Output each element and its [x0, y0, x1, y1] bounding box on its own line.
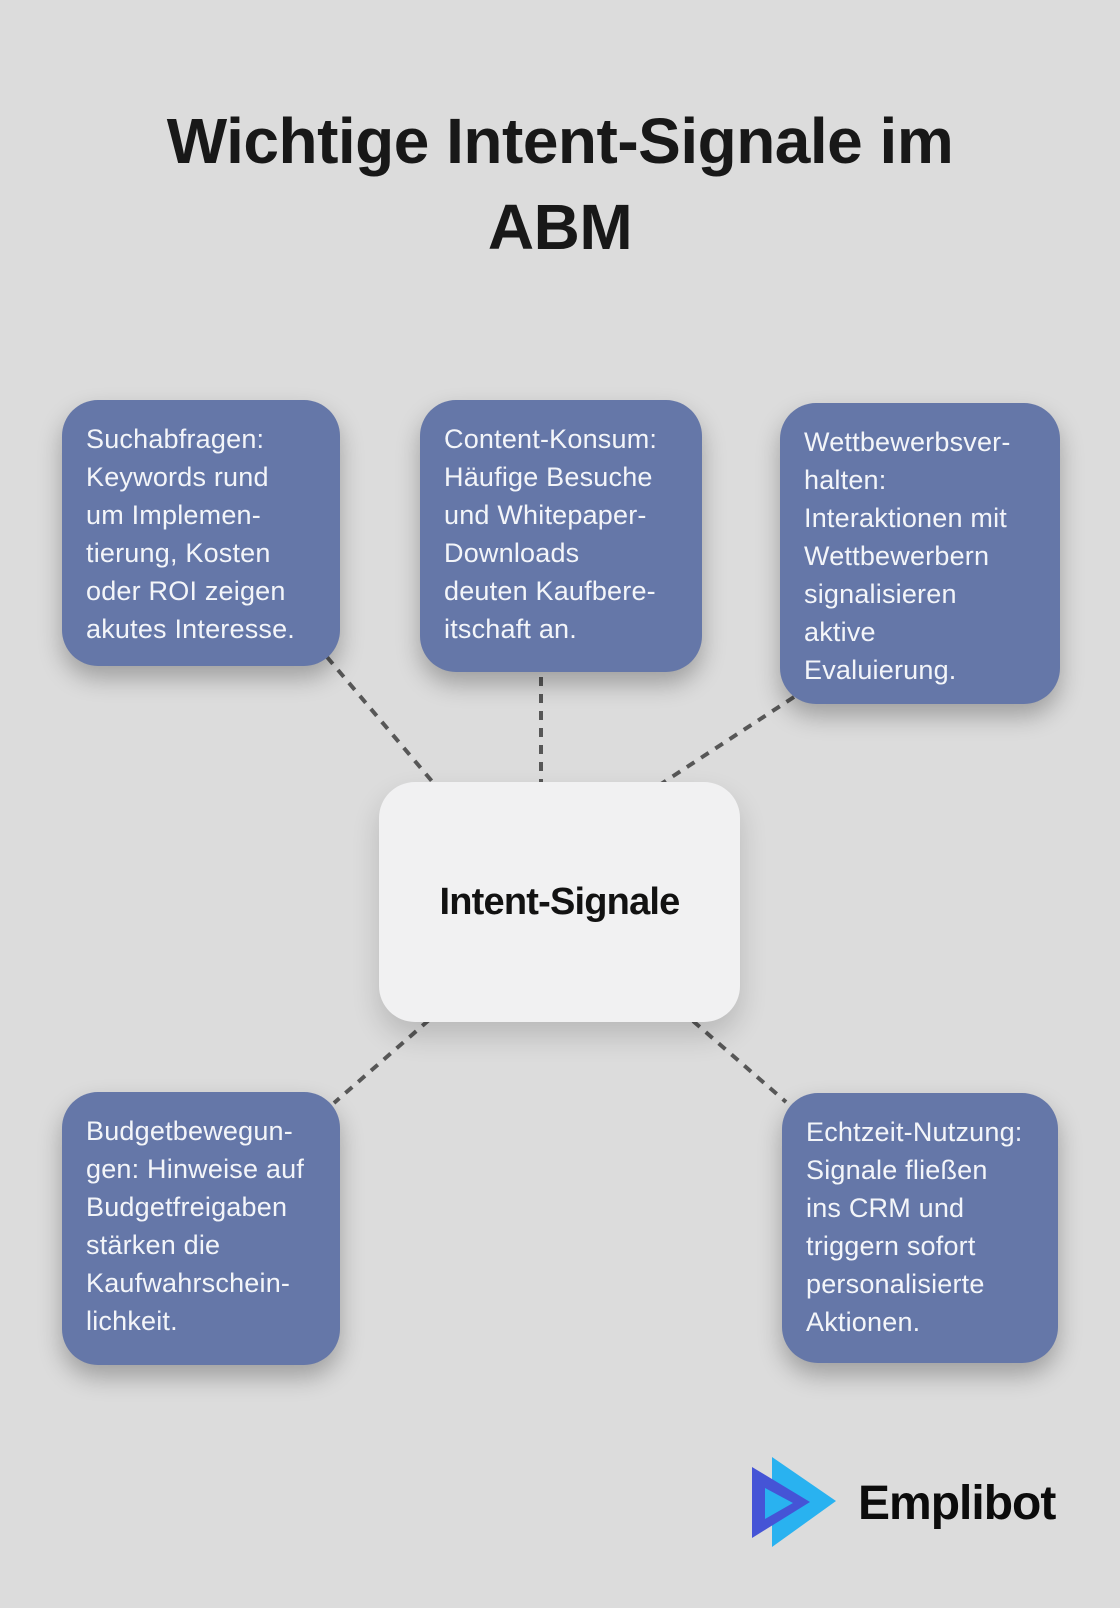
- node-wettbewerbsverhalten: Wettbewerbsver- halten: Interaktionen mi…: [780, 403, 1060, 704]
- page-title: Wichtige Intent-Signale im ABM: [166, 105, 954, 264]
- node-budgetbewegungen: Budgetbewegun- gen: Hinweise auf Budgetf…: [62, 1092, 340, 1365]
- node-echtzeit-nutzung-text: Echtzeit-Nutzung: Signale fließen ins CR…: [806, 1117, 1023, 1337]
- node-budgetbewegungen-text: Budgetbewegun- gen: Hinweise auf Budgetf…: [86, 1116, 305, 1336]
- node-wettbewerbsverhalten-text: Wettbewerbsver- halten: Interaktionen mi…: [804, 427, 1011, 685]
- connector-line-bottom-left: [332, 1018, 431, 1105]
- emplibot-logo-text: Emplibot: [858, 1476, 1056, 1530]
- node-suchabfragen: Suchabfragen: Keywords rund um Implemen-…: [62, 400, 340, 666]
- connector-line-top-left: [325, 655, 438, 788]
- center-node-label: Intent-Signale: [439, 880, 680, 923]
- node-echtzeit-nutzung: Echtzeit-Nutzung: Signale fließen ins CR…: [782, 1093, 1058, 1363]
- connector-line-bottom-right: [691, 1019, 788, 1104]
- center-node-intent-signale: Intent-Signale: [379, 782, 740, 1022]
- node-suchabfragen-text: Suchabfragen: Keywords rund um Implemen-…: [86, 424, 296, 644]
- emplibot-logo: Emplibot: [752, 1455, 1056, 1551]
- node-content-konsum: Content-Konsum: Häufige Besuche und Whit…: [420, 400, 702, 672]
- connector-line-top-right: [659, 695, 796, 786]
- node-content-konsum-text: Content-Konsum: Häufige Besuche und Whit…: [444, 424, 658, 644]
- emplibot-play-icon: [752, 1457, 836, 1547]
